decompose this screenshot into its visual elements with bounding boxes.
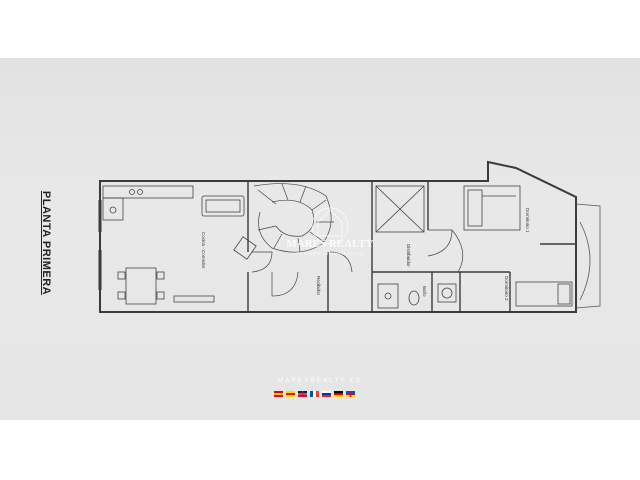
catalonia-flag-icon[interactable]: [286, 391, 295, 397]
room-label-distribuidor: Distribuidor: [406, 244, 411, 267]
spiral-staircase: [253, 183, 334, 253]
room-label-recibidor: Recibidor: [316, 276, 321, 296]
bed-1: [463, 185, 521, 231]
bed-2: [515, 281, 573, 307]
watermark-logo: MARES REALTY GESTIÓN INMOBILIARIA: [286, 207, 374, 256]
light-shaft: [375, 185, 425, 233]
kitchen-counter: [102, 185, 194, 221]
balcony: [575, 203, 601, 309]
ukraine-flag-icon[interactable]: [346, 391, 355, 397]
germany-flag-icon[interactable]: [334, 391, 343, 397]
site-url: MARESREALTY.ES: [278, 378, 362, 384]
france-flag-icon[interactable]: [310, 391, 319, 397]
room-label-dormitorio-1: Dormitorio 1: [525, 208, 530, 233]
room-label-cocina-comedor: Cocina - Comedor: [201, 232, 206, 269]
language-flags: [274, 391, 355, 397]
tv-unit: [173, 295, 215, 303]
outer-walls: [99, 160, 577, 313]
room-label-bano: Baño: [422, 286, 427, 297]
watermark-tagline: GESTIÓN INMOBILIARIA: [296, 251, 364, 256]
room-label-dormitorio-2: Dormitorio 2: [504, 276, 509, 301]
watermark-brand: MARES REALTY: [286, 238, 373, 250]
uk-flag-icon[interactable]: [298, 391, 307, 397]
dining-table: [117, 267, 165, 305]
russia-flag-icon[interactable]: [322, 391, 331, 397]
armchair: [233, 236, 257, 260]
doors: [251, 229, 464, 297]
inner-walls: [247, 181, 576, 312]
bathroom-fixtures: [377, 283, 457, 309]
sofa: [201, 195, 245, 217]
spain-flag-icon[interactable]: [274, 391, 283, 397]
